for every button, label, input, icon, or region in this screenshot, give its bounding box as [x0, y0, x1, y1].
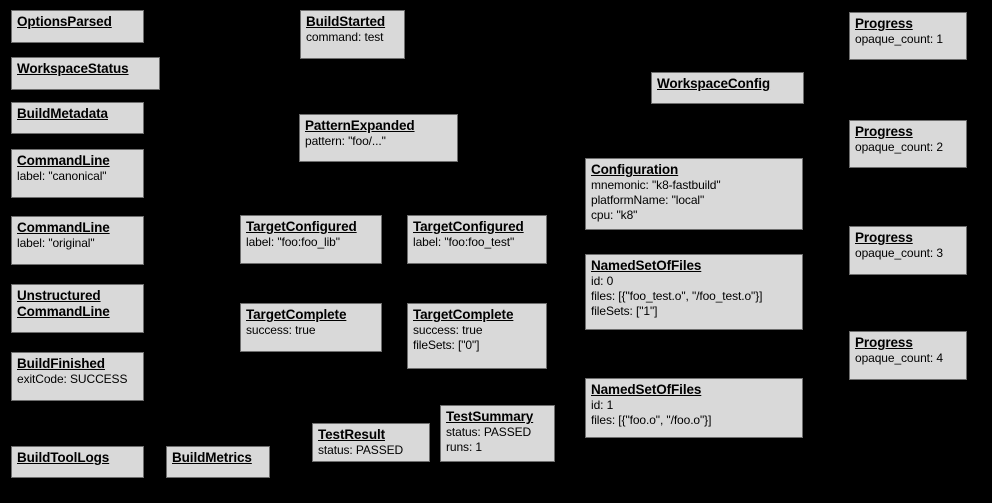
event-node-fields: label: "foo:foo_lib" — [246, 235, 376, 250]
event-node-build-tool-logs[interactable]: BuildToolLogs — [11, 446, 144, 478]
event-node-title: TargetConfigured — [246, 219, 357, 234]
event-node-title: Configuration — [591, 162, 679, 177]
event-node-title: Progress — [855, 230, 913, 245]
event-node-field: opaque_count: 2 — [855, 140, 943, 154]
event-node-field: opaque_count: 1 — [855, 32, 943, 46]
event-node-workspace-config[interactable]: WorkspaceConfig — [651, 72, 804, 104]
event-node-field: status: PASSED — [446, 425, 532, 439]
event-node-title: NamedSetOfFiles — [591, 258, 702, 273]
event-node-fields: label: "canonical" — [17, 169, 138, 184]
event-node-build-metadata[interactable]: BuildMetadata — [11, 102, 144, 134]
event-node-fields: exitCode: SUCCESS — [17, 372, 138, 387]
event-node-title: TargetComplete — [413, 307, 514, 322]
event-node-title: WorkspaceStatus — [17, 61, 129, 76]
event-node-fields: mnemonic: "k8-fastbuild"platformName: "l… — [591, 178, 797, 223]
event-node-fields: label: "foo:foo_test" — [413, 235, 541, 250]
event-node-title: TestSummary — [446, 409, 534, 424]
event-node-field: label: "canonical" — [17, 169, 107, 183]
event-node-field: label: "foo:foo_test" — [413, 235, 515, 249]
event-node-fields: opaque_count: 2 — [855, 140, 961, 155]
event-node-title: BuildMetrics — [172, 450, 252, 465]
event-node-title: BuildMetadata — [17, 106, 108, 121]
event-node-title: TestResult — [318, 427, 386, 442]
event-node-title: Progress — [855, 16, 913, 31]
event-node-fields: label: "original" — [17, 236, 138, 251]
event-node-field: exitCode: SUCCESS — [17, 372, 128, 386]
event-node-fields: pattern: "foo/..." — [305, 134, 452, 149]
event-node-title: OptionsParsed — [17, 14, 112, 29]
event-node-field: success: true — [246, 323, 316, 337]
event-node-field: files: [{"foo_test.o", "/foo_test.o"}] — [591, 289, 763, 303]
event-node-fields: opaque_count: 3 — [855, 246, 961, 261]
event-node-title: Progress — [855, 335, 913, 350]
event-node-field: opaque_count: 3 — [855, 246, 943, 260]
event-node-title: Unstructured CommandLine — [17, 288, 110, 319]
event-node-field: status: PASSED — [318, 443, 404, 457]
event-node-field: success: true — [413, 323, 483, 337]
event-node-fields: opaque_count: 1 — [855, 32, 961, 47]
event-node-title: CommandLine — [17, 153, 110, 168]
event-node-field: label: "foo:foo_lib" — [246, 235, 340, 249]
event-node-field: opaque_count: 4 — [855, 351, 943, 365]
event-node-field: mnemonic: "k8-fastbuild" — [591, 178, 721, 192]
event-node-fields: status: PASSED — [318, 443, 424, 458]
event-node-field: files: [{"foo.o", "/foo.o"}] — [591, 413, 712, 427]
event-node-field: cpu: "k8" — [591, 208, 638, 222]
event-node-title: BuildToolLogs — [17, 450, 110, 465]
event-node-title: NamedSetOfFiles — [591, 382, 702, 397]
event-node-fields: opaque_count: 4 — [855, 351, 961, 366]
event-node-field: runs: 1 — [446, 440, 482, 454]
event-node-fields: command: test — [306, 30, 399, 45]
event-node-field: fileSets: ["1"] — [591, 304, 658, 318]
event-node-title: TargetComplete — [246, 307, 347, 322]
event-node-options-parsed[interactable]: OptionsParsed — [11, 10, 144, 43]
event-node-field: pattern: "foo/..." — [305, 134, 386, 148]
event-node-field: id: 1 — [591, 398, 614, 412]
event-node-fields: success: true — [246, 323, 376, 338]
event-node-title: BuildFinished — [17, 356, 105, 371]
event-node-field: fileSets: ["0"] — [413, 338, 480, 352]
event-node-title: Progress — [855, 124, 913, 139]
event-node-field: id: 0 — [591, 274, 614, 288]
event-node-title: TargetConfigured — [413, 219, 524, 234]
event-node-title: BuildStarted — [306, 14, 386, 29]
event-node-field: platformName: "local" — [591, 193, 705, 207]
event-node-workspace-status[interactable]: WorkspaceStatus — [11, 57, 160, 90]
event-node-field: command: test — [306, 30, 384, 44]
event-node-unstructured-command-line[interactable]: Unstructured CommandLine — [11, 284, 144, 333]
event-node-build-metrics[interactable]: BuildMetrics — [166, 446, 270, 478]
event-node-title: WorkspaceConfig — [657, 76, 771, 91]
event-node-title: CommandLine — [17, 220, 110, 235]
event-node-title: PatternExpanded — [305, 118, 415, 133]
event-node-field: label: "original" — [17, 236, 95, 250]
